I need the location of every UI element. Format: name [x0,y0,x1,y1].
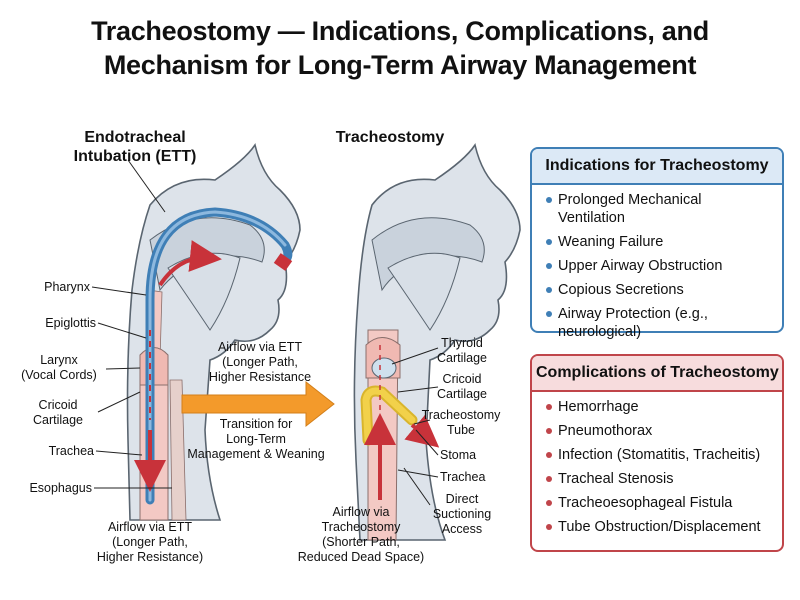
page-title: Tracheostomy — Indications, Complication… [20,14,780,82]
label-larynx-line-1: Larynx [40,353,78,367]
list-item: Infection (Stomatitis, Tracheitis) [546,446,772,464]
list-item-line-1: Airway Protection (e.g., [558,306,708,322]
label-trach-cricoid-line-2: Cartilage [436,387,488,401]
tracheostomy-head-illustration [353,143,521,541]
label-ett-cricoid: Cricoid Cartilage [20,398,96,428]
ett-airflow-arrow-top [158,240,222,287]
label-epiglottis: Epiglottis [45,316,96,330]
trach-panel-title: Tracheostomy [335,129,445,146]
ett-panel-title-line-1: Endotracheal [84,129,186,146]
middle-top-line-1: Airflow via ETT [217,340,303,354]
label-suction-line-3: Access [441,522,483,536]
indications-header: Indications for Tracheostomy [532,149,782,185]
label-suction-line-2: Suctioning [432,507,492,521]
list-item: Tube Obstruction/Displacement [546,518,772,536]
list-item: Airway Protection (e.g., neurological) [546,305,772,341]
label-trach-trachea: Trachea [440,470,486,484]
label-ett-cricoid-line-1: Cricoid [38,398,78,412]
middle-top-caption: Airflow via ETT (Longer Path, Higher Res… [195,340,325,385]
ett-connector [273,253,293,271]
indications-list: Prolonged Mechanical Ventilation Weaning… [532,185,782,347]
label-trach-tube: Tracheostomy Tube [418,408,504,438]
transition-arrow [181,380,335,428]
label-ett-cricoid-line-2: Cartilage [32,413,84,427]
list-item: Tracheal Stenosis [546,470,772,488]
middle-bottom-line-2: Long-Term [226,432,286,446]
list-item: Copious Secretions [546,281,772,299]
middle-top-line-2: (Longer Path, [222,355,298,369]
trach-thyroid-cartilage [371,357,397,379]
ett-airflow-caption: Airflow via ETT (Longer Path, Higher Res… [60,520,240,565]
trach-caption-line-1: Airflow via [332,505,390,519]
label-trach-cricoid-line-1: Cricoid [442,372,482,386]
label-direct-suctioning: Direct Suctioning Access [424,492,500,537]
ett-caption-line-3: Higher Resistance) [96,550,204,564]
ett-panel-title: Endotracheal Intubation (ETT) [60,128,210,166]
label-ett-trachea: Trachea [48,444,94,458]
label-trach-tube-line-2: Tube [446,423,476,437]
title-line-2: Mechanism for Long-Term Airway Managemen… [103,50,697,80]
label-trach-cricoid: Cricoid Cartilage [430,372,494,402]
list-item: Hemorrhage [546,398,772,416]
list-item-line-2: neurological) [558,324,642,340]
label-larynx: Larynx (Vocal Cords) [14,353,104,383]
label-larynx-line-2: (Vocal Cords) [21,368,97,382]
ett-leader-lines [91,159,172,489]
ett-esophagus [169,379,187,521]
complications-list: Hemorrhage Pneumothorax Infection (Stoma… [532,392,782,548]
ett-head-illustration [126,143,301,521]
indications-box: Indications for Tracheostomy Prolonged M… [530,147,784,340]
label-esophagus: Esophagus [29,481,92,495]
label-trach-tube-line-1: Tracheostomy [421,408,501,422]
list-item: Prolonged Mechanical Ventilation [546,191,772,227]
label-stoma: Stoma [440,448,477,462]
trach-leader-lines [391,347,439,506]
list-item: Upper Airway Obstruction [546,257,772,275]
trach-caption-line-4: Reduced Dead Space) [297,550,425,564]
label-thyroid-line-1: Thyroid [441,336,483,350]
label-pharynx: Pharynx [44,280,90,294]
trach-airflow-caption: Airflow via Tracheostomy (Shorter Path, … [286,505,436,565]
complications-header: Complications of Tracheostomy [532,356,782,392]
list-item: Pneumothorax [546,422,772,440]
label-thyroid-line-2: Cartilage [436,351,488,365]
complications-box: Complications of Tracheostomy Hemorrhage… [530,354,784,552]
list-item: Weaning Failure [546,233,772,251]
trach-caption-line-2: Tracheostomy [321,520,401,534]
title-line-1: Tracheostomy — Indications, Complication… [91,16,709,46]
trach-airflow-arrow-out [404,414,440,448]
ett-caption-line-1: Airflow via ETT [107,520,193,534]
ett-caption-line-2: (Longer Path, [112,535,188,549]
trach-caption-line-3: (Shorter Path, [322,535,400,549]
middle-top-line-3: Higher Resistance [208,370,312,384]
ett-panel-title-line-2: Intubation (ETT) [73,148,197,165]
trach-tongue [387,252,461,331]
middle-bottom-line-3: Management & Weaning [187,447,325,461]
middle-bottom-caption: Transition for Long-Term Management & We… [185,417,327,462]
list-item: Tracheoesophageal Fistula [546,494,772,512]
label-thyroid-cartilage: Thyroid Cartilage [430,336,494,366]
label-suction-line-1: Direct [445,492,479,506]
middle-bottom-line-1: Transition for [219,417,293,431]
